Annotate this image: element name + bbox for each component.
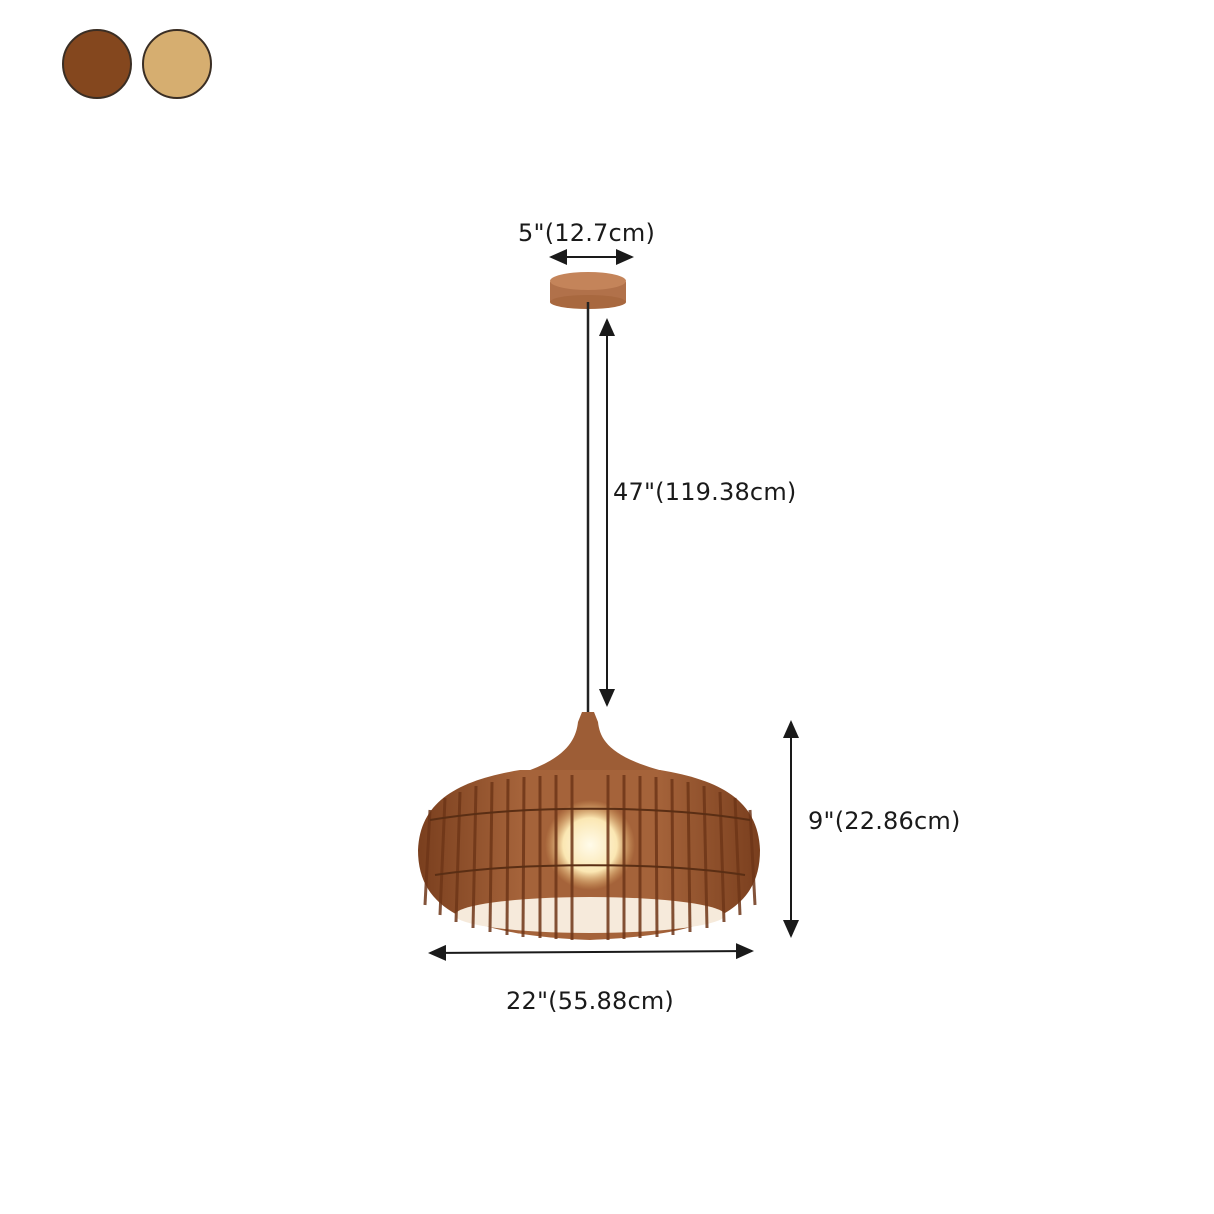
shade-height-label: 9"(22.86cm) xyxy=(808,807,961,835)
color-swatch-natural[interactable] xyxy=(142,29,212,99)
shade xyxy=(418,712,760,940)
color-swatch-walnut[interactable] xyxy=(62,29,132,99)
shade-width-arrow xyxy=(428,943,754,961)
shade-width-label: 22"(55.88cm) xyxy=(506,987,674,1015)
canopy xyxy=(550,272,626,309)
cord-length-label: 47"(119.38cm) xyxy=(613,478,797,506)
canopy-width-label: 5"(12.7cm) xyxy=(518,219,656,247)
